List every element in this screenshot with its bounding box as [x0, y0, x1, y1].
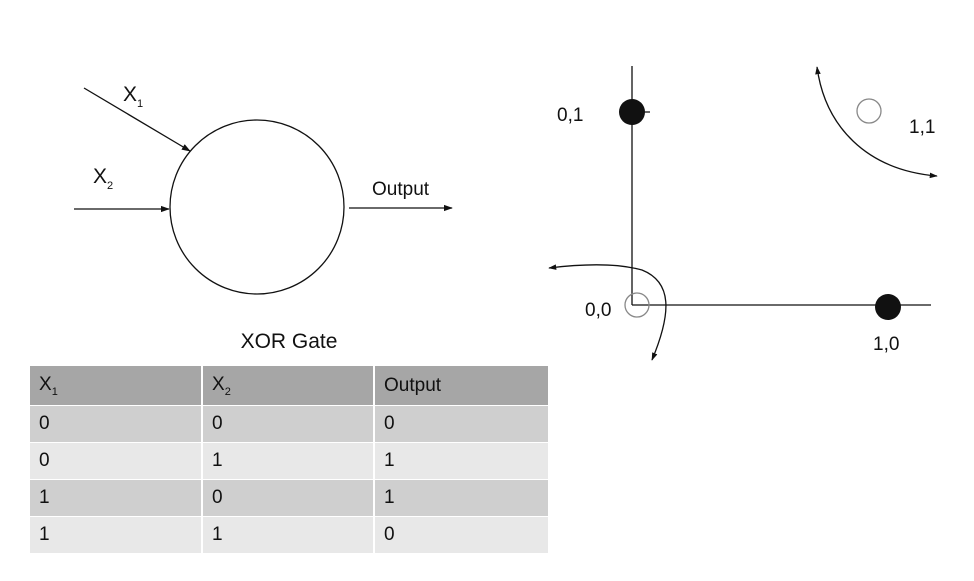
table-cell: 1 [202, 516, 375, 554]
table-row: 1 0 1 [30, 479, 548, 517]
boundary-curve-bottom-left [548, 264, 667, 361]
boundary-curve-top-right [815, 66, 938, 179]
header-output: Output [374, 366, 548, 406]
table-row: 1 1 0 [30, 516, 548, 554]
open-point [624, 292, 650, 318]
table-row: 0 0 0 [30, 405, 548, 443]
neuron-diagram: X1 X2 Output [74, 83, 453, 295]
table-cell: 1 [202, 442, 375, 480]
table-cell: 0 [202, 405, 375, 443]
table-row: 0 1 1 [30, 442, 548, 480]
table-cell: 0 [374, 405, 548, 443]
point-label: 0,1 [557, 105, 583, 126]
table-title: XOR Gate [240, 330, 338, 353]
table-header-row: X1 X2 Output [30, 366, 548, 406]
filled-point [619, 99, 645, 125]
table-cell: 0 [30, 405, 203, 443]
xor-plot: 0,0 0,1 1,0 1,1 [548, 66, 938, 361]
input1-arrow [83, 87, 191, 152]
input2-label: X2 [93, 165, 113, 192]
table-cell: 0 [30, 442, 203, 480]
data-points: 0,0 0,1 1,0 1,1 [557, 98, 935, 355]
filled-point [875, 294, 901, 320]
neuron-body [169, 119, 345, 295]
table-cell: 0 [202, 479, 375, 517]
table-cell: 1 [374, 479, 548, 517]
table-cell: 1 [374, 442, 548, 480]
point-label: 0,0 [585, 300, 611, 321]
table-cell: 0 [374, 516, 548, 554]
xor-truth-table: X1 X2 Output 0 0 0 0 1 1 1 0 1 1 1 0 [30, 366, 548, 554]
open-point [856, 98, 882, 124]
table-cell: 1 [30, 516, 203, 554]
input1-label: X1 [123, 83, 143, 110]
point-label: 1,0 [873, 334, 899, 355]
header-x2: X2 [202, 366, 375, 406]
header-x1: X1 [30, 366, 203, 406]
point-label: 1,1 [909, 117, 935, 138]
table-cell: 1 [30, 479, 203, 517]
output-label: Output [372, 179, 430, 200]
